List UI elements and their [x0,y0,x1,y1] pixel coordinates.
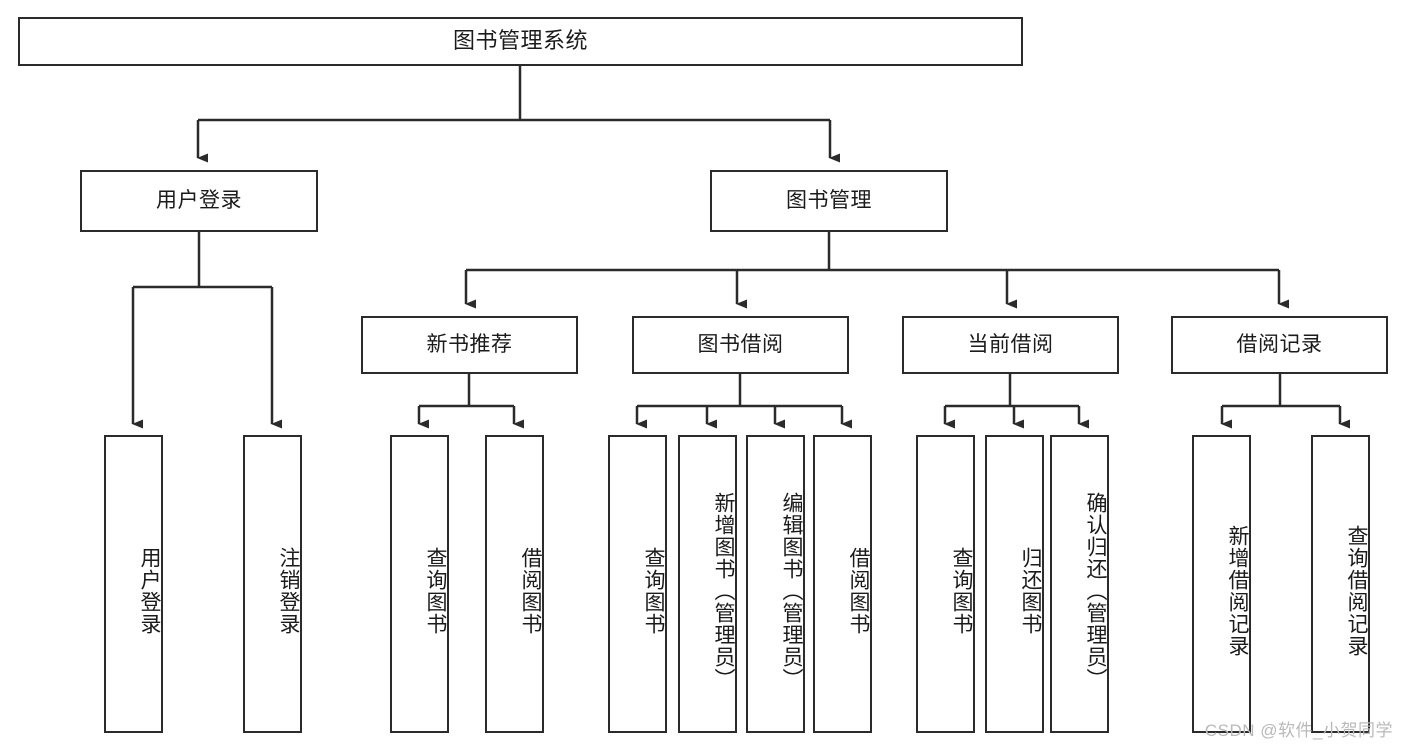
node-leaf-query-book-current[interactable]: 查询图书 [916,435,975,733]
node-new-book-recommendation[interactable]: 新书推荐 [361,316,578,374]
node-label: 借阅记录 [1236,333,1323,357]
node-leaf-user-login[interactable]: 用户登录 [104,435,163,733]
node-borrowing-record[interactable]: 借阅记录 [1171,316,1388,374]
node-label: 新增借阅记录 [1226,525,1249,657]
node-label: 查询图书 [424,547,447,635]
node-label: 注销登录 [277,547,300,635]
node-current-borrowing[interactable]: 当前借阅 [902,316,1119,374]
node-label: 图书借阅 [697,333,784,357]
node-label: 查询借阅记录 [1345,525,1368,657]
node-label: 用户登录 [156,189,242,213]
node-leaf-confirm-return-admin[interactable]: 确认归还（管理员） [1050,435,1109,733]
node-label: 新增图书（管理员） [712,492,735,690]
node-label: 新书推荐 [426,333,513,357]
node-label: 借阅图书 [847,547,870,635]
node-label: 查询图书 [642,547,665,635]
node-leaf-query-book-borrow[interactable]: 查询图书 [608,435,667,733]
node-label: 当前借阅 [967,333,1054,357]
node-book-management[interactable]: 图书管理 [710,170,948,232]
node-user-login[interactable]: 用户登录 [80,170,318,232]
node-label: 图书管理系统 [452,28,588,54]
node-leaf-query-book-recommend[interactable]: 查询图书 [390,435,449,733]
node-leaf-edit-book-admin[interactable]: 编辑图书（管理员） [746,435,805,733]
node-label: 借阅图书 [519,547,542,635]
node-leaf-logout[interactable]: 注销登录 [243,435,302,733]
node-leaf-query-borrow-record[interactable]: 查询借阅记录 [1311,435,1370,733]
node-label: 查询图书 [950,547,973,635]
node-label: 确认归还（管理员） [1084,492,1107,690]
node-label: 用户登录 [138,547,161,635]
node-book-borrowing[interactable]: 图书借阅 [632,316,849,374]
node-leaf-borrow-book[interactable]: 借阅图书 [813,435,872,733]
node-label: 归还图书 [1019,547,1042,635]
node-label: 编辑图书（管理员） [780,492,803,690]
node-leaf-return-book[interactable]: 归还图书 [985,435,1044,733]
node-leaf-borrow-book-recommend[interactable]: 借阅图书 [485,435,544,733]
node-root-book-management-system[interactable]: 图书管理系统 [18,17,1023,66]
node-label: 图书管理 [786,189,872,213]
node-leaf-add-book-admin[interactable]: 新增图书（管理员） [678,435,737,733]
node-leaf-add-borrow-record[interactable]: 新增借阅记录 [1192,435,1251,733]
